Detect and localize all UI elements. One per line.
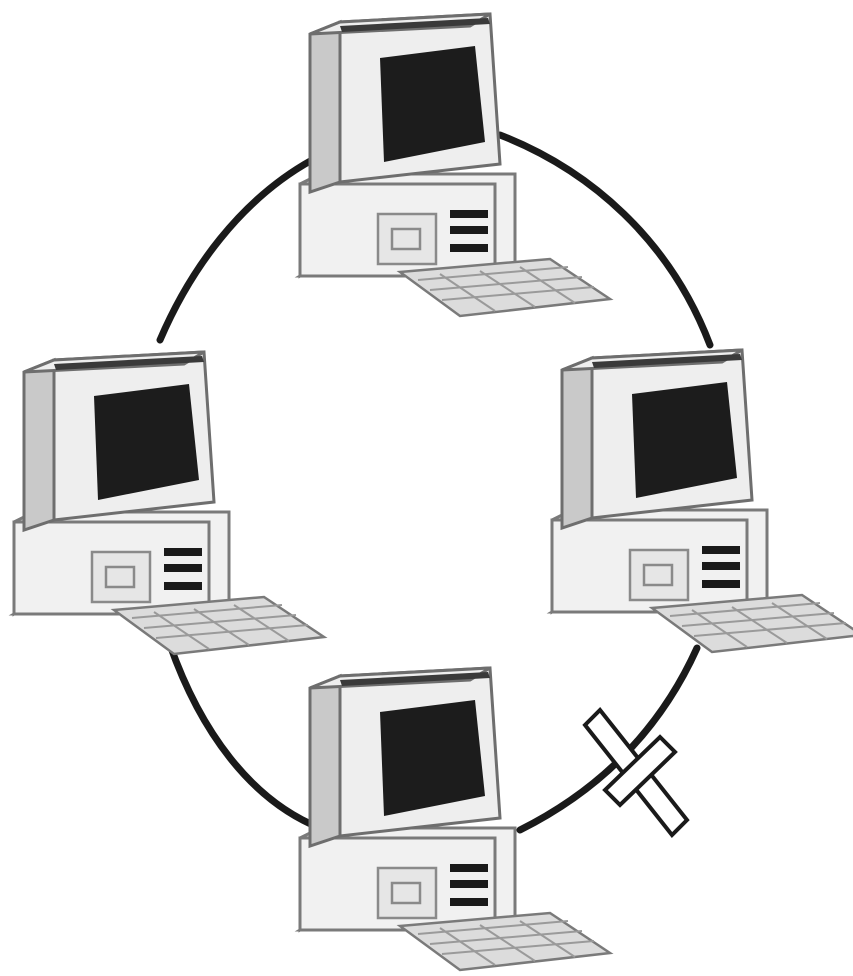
computer-left [12,350,326,656]
broken-link-x-icon [582,706,690,839]
computer-bottom [298,666,612,972]
computer-right [550,348,853,654]
link-left-top [156,156,316,344]
link-top-right [496,131,714,349]
link-bottom-left [166,641,324,832]
